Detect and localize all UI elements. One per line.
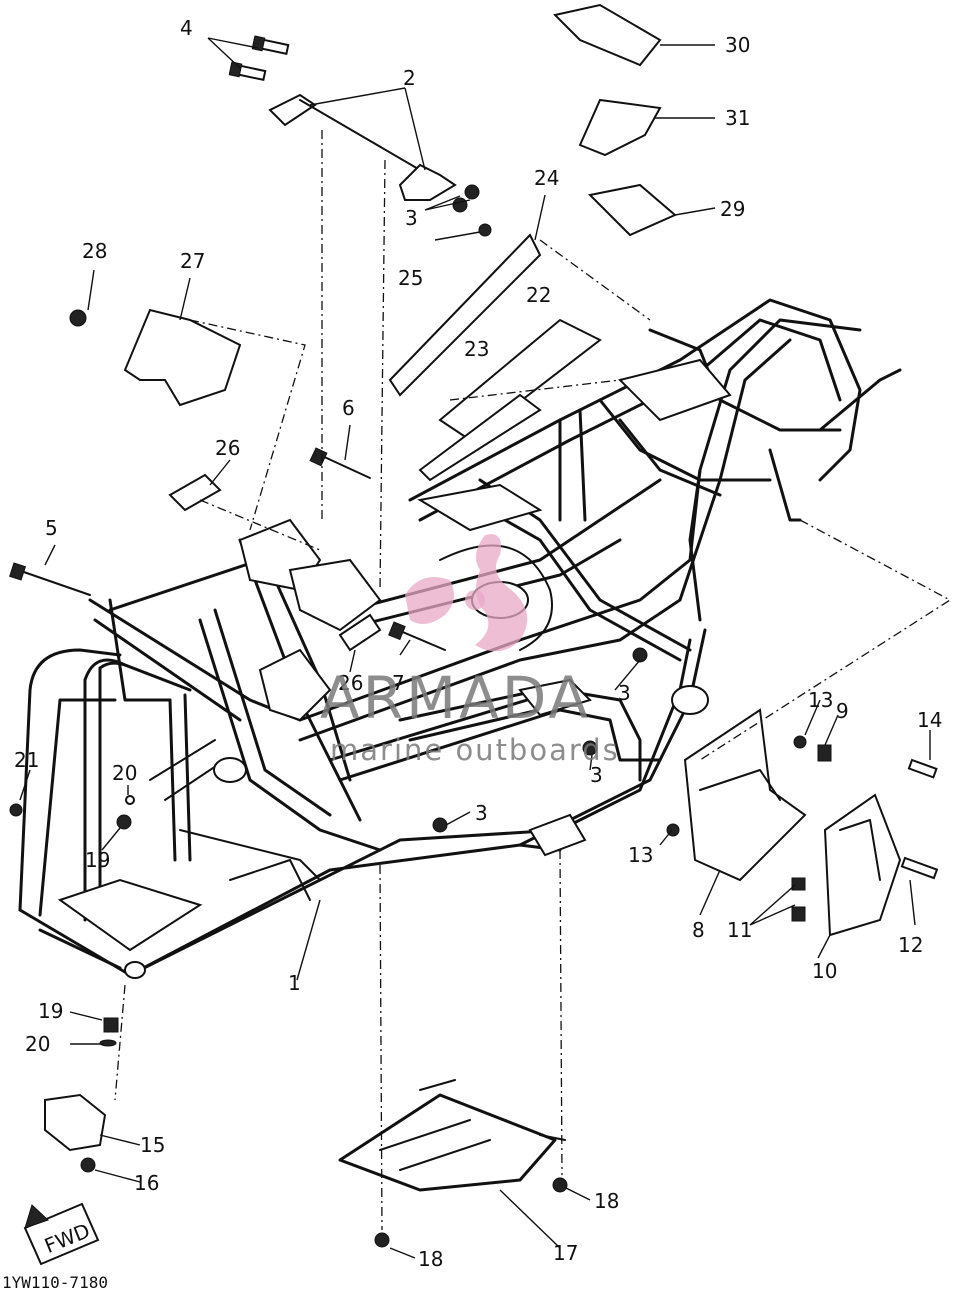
callout-13: 13 bbox=[628, 843, 653, 867]
callout-5: 5 bbox=[45, 516, 58, 540]
callout-21: 21 bbox=[14, 748, 39, 772]
seahorse-logo-icon bbox=[405, 534, 528, 652]
callout-11: 11 bbox=[727, 918, 752, 942]
watermark-tagline: marine outboards bbox=[330, 733, 620, 767]
diagram-code: 1YW110-7180 bbox=[2, 1273, 108, 1292]
callout-7: 7 bbox=[392, 671, 405, 695]
callout-1: 1 bbox=[288, 971, 301, 995]
callout-18: 18 bbox=[594, 1189, 619, 1213]
callout-3: 3 bbox=[405, 206, 418, 230]
part-5-6-7-bolts bbox=[9, 447, 446, 651]
callout-15: 15 bbox=[140, 1133, 165, 1157]
callout-6: 6 bbox=[342, 396, 355, 420]
callout-13: 13 bbox=[808, 688, 833, 712]
callout-29: 29 bbox=[720, 197, 745, 221]
callout-22: 22 bbox=[526, 283, 551, 307]
callout-20: 20 bbox=[25, 1032, 50, 1056]
part-12-13-14-screws bbox=[666, 735, 939, 880]
part-3-nuts bbox=[432, 184, 648, 833]
fwd-arrow-badge: FWD bbox=[23, 1202, 100, 1266]
part-19-20-21-misc bbox=[9, 795, 135, 1047]
part-25-bolt bbox=[478, 223, 492, 237]
main-frame bbox=[18, 298, 902, 979]
callout-26: 26 bbox=[215, 436, 240, 460]
part-4-bolts bbox=[228, 35, 290, 82]
callout-23: 23 bbox=[464, 337, 489, 361]
callout-9: 9 bbox=[836, 699, 849, 723]
part-22-23-24-guards bbox=[388, 233, 602, 482]
leader-lines bbox=[19, 37, 931, 1259]
callout-20: 20 bbox=[112, 761, 137, 785]
part-26-dampers bbox=[168, 473, 382, 652]
callout-3: 3 bbox=[590, 763, 603, 787]
callout-17: 17 bbox=[553, 1241, 578, 1265]
part-27-28-bracket bbox=[69, 308, 242, 407]
callout-26: 26 bbox=[338, 671, 363, 695]
part-17-skid-plate bbox=[338, 1079, 568, 1248]
callout-19: 19 bbox=[38, 999, 63, 1023]
callout-3: 3 bbox=[618, 681, 631, 705]
callout-8: 8 bbox=[692, 918, 705, 942]
callout-27: 27 bbox=[180, 249, 205, 273]
watermark-brand: ARMADA bbox=[320, 664, 591, 732]
callout-30: 30 bbox=[725, 33, 750, 57]
part-15-16-stay bbox=[44, 1017, 119, 1173]
part-8-battery-box bbox=[683, 708, 807, 882]
callout-28: 28 bbox=[82, 239, 107, 263]
part-29-30-31-accessories bbox=[553, 3, 677, 237]
callout-4: 4 bbox=[180, 16, 193, 40]
callout-3: 3 bbox=[475, 801, 488, 825]
callout-19: 19 bbox=[85, 848, 110, 872]
part-2-mount-brackets bbox=[268, 93, 457, 201]
callout-25: 25 bbox=[398, 266, 423, 290]
callout-16: 16 bbox=[134, 1171, 159, 1195]
callout-18: 18 bbox=[418, 1247, 443, 1271]
callout-2: 2 bbox=[403, 66, 416, 90]
callout-labels: 4 2 3 25 24 22 23 28 27 26 6 5 26 7 3 3 … bbox=[14, 16, 942, 1271]
part-10-cover bbox=[823, 793, 902, 937]
callout-12: 12 bbox=[898, 933, 923, 957]
part-9-11-pads bbox=[791, 744, 832, 922]
callout-14: 14 bbox=[917, 708, 942, 732]
armada-watermark: ARMADA marine outboards bbox=[320, 534, 620, 767]
callout-31: 31 bbox=[725, 106, 750, 130]
callout-10: 10 bbox=[812, 959, 837, 983]
assembly-lines bbox=[114, 130, 952, 1231]
callout-24: 24 bbox=[534, 166, 559, 190]
